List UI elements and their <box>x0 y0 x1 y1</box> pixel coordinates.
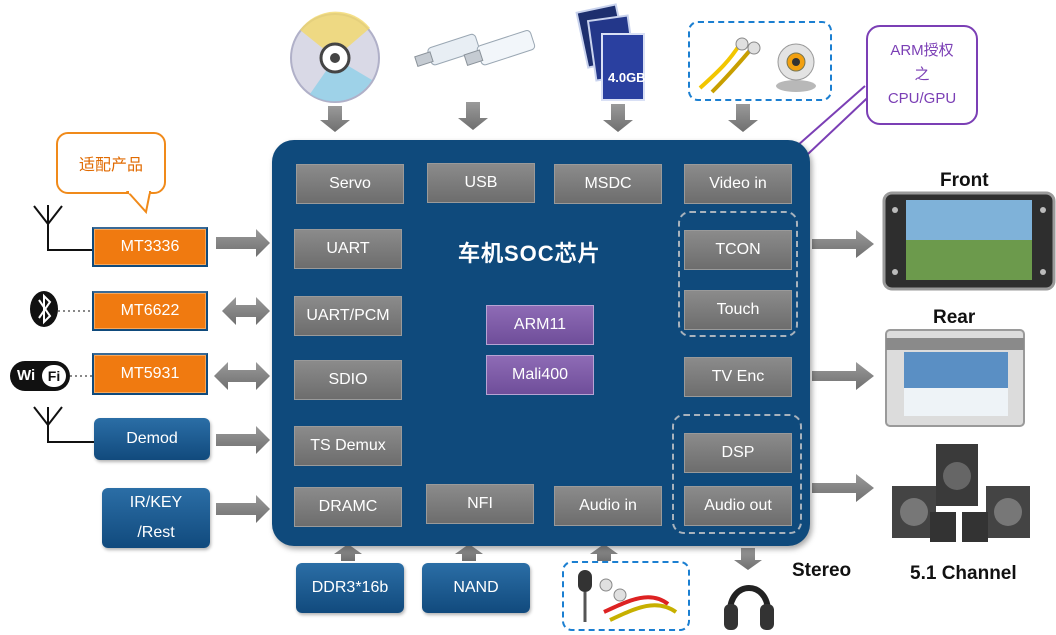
arrow-both-mt6622 <box>222 297 270 325</box>
arrow-right-speakers <box>812 474 874 502</box>
msdc-block: MSDC <box>554 164 662 204</box>
tv-enc-block: TV Enc <box>684 357 792 397</box>
front-label: Front <box>940 170 989 191</box>
servo-block: Servo <box>296 164 404 204</box>
video-input-group <box>688 21 832 101</box>
antenna-line-top <box>47 205 92 251</box>
arm-license-callout: ARM授权 之 CPU/GPU <box>866 25 978 125</box>
arrow-up-ddr <box>334 544 362 561</box>
irkey-line1: IR/KEY <box>129 494 183 511</box>
stereo-label: Stereo <box>792 560 852 581</box>
arm11-block: ARM11 <box>486 305 594 345</box>
audio-in-block: Audio in <box>554 486 662 526</box>
nfi-block: NFI <box>426 484 534 524</box>
audio-out-block: Audio out <box>684 486 792 526</box>
mt5931-chip: MT5931 <box>92 353 208 395</box>
arrow-up-nand <box>455 544 483 561</box>
video-in-block: Video in <box>684 164 792 204</box>
audio-group <box>672 414 802 534</box>
uart-block: UART <box>294 229 402 269</box>
arrow-right-demod <box>216 426 270 454</box>
mt3336-chip: MT3336 <box>92 227 208 267</box>
arrow-right-irkey <box>216 495 270 523</box>
usb-block: USB <box>427 163 535 203</box>
arrow-down-disc <box>320 106 350 132</box>
arrow-right-front <box>812 230 874 258</box>
mt6622-chip: MT6622 <box>92 291 208 331</box>
dsp-block: DSP <box>684 433 792 473</box>
nand-memory: NAND <box>422 563 530 613</box>
soc-title: 车机SOC芯片 <box>458 241 601 266</box>
arrow-up-mic <box>590 544 618 561</box>
wifi-fi-text: Fi <box>42 365 66 387</box>
dramc-block: DRAMC <box>294 487 402 527</box>
tcon-block: TCON <box>684 230 792 270</box>
arrow-down-headphone <box>734 548 762 570</box>
ts-demux-block: TS Demux <box>294 426 402 466</box>
channel-label: 5.1 Channel <box>910 563 1017 584</box>
uart-pcm-block: UART/PCM <box>294 296 402 336</box>
wifi-icon: Wi Fi <box>10 361 70 391</box>
arm-callout-line2: 之 <box>914 66 930 83</box>
ddr-memory: DDR3*16b <box>296 563 404 613</box>
arrow-down-usb <box>458 102 488 130</box>
antenna-line-bottom <box>47 412 94 443</box>
touch-block: Touch <box>684 290 792 330</box>
arrow-right-rear <box>812 362 874 390</box>
mali400-block: Mali400 <box>486 355 594 395</box>
arrow-right-mt3336 <box>216 229 270 257</box>
irkey-line2: /Rest <box>137 524 175 541</box>
sdio-block: SDIO <box>294 360 402 400</box>
arrow-both-mt5931 <box>214 362 270 390</box>
demod-block: Demod <box>94 418 210 460</box>
rear-label: Rear <box>933 307 976 328</box>
arrow-down-video <box>728 104 758 132</box>
product-callout: 适配产品 <box>56 132 166 194</box>
audio-input-group <box>562 561 690 631</box>
arrow-down-sd <box>603 104 633 132</box>
arm-callout-line3: CPU/GPU <box>887 90 957 107</box>
arm-callout-line1: ARM授权 <box>890 42 954 59</box>
irkey-block: IR/KEY /Rest <box>102 488 210 548</box>
display-group <box>678 211 798 337</box>
wifi-wi-text: Wi <box>17 367 36 384</box>
